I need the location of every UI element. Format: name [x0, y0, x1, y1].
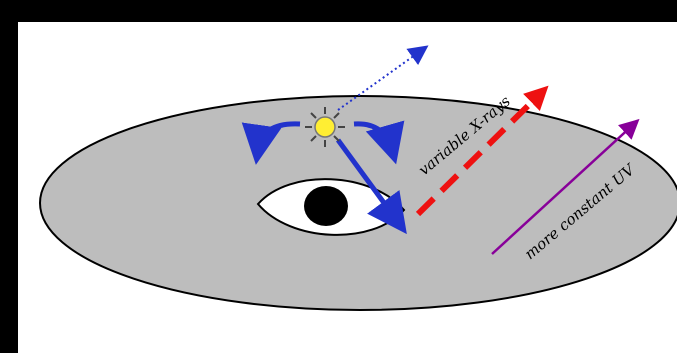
black-hole [304, 186, 348, 226]
sun-icon [305, 107, 345, 147]
